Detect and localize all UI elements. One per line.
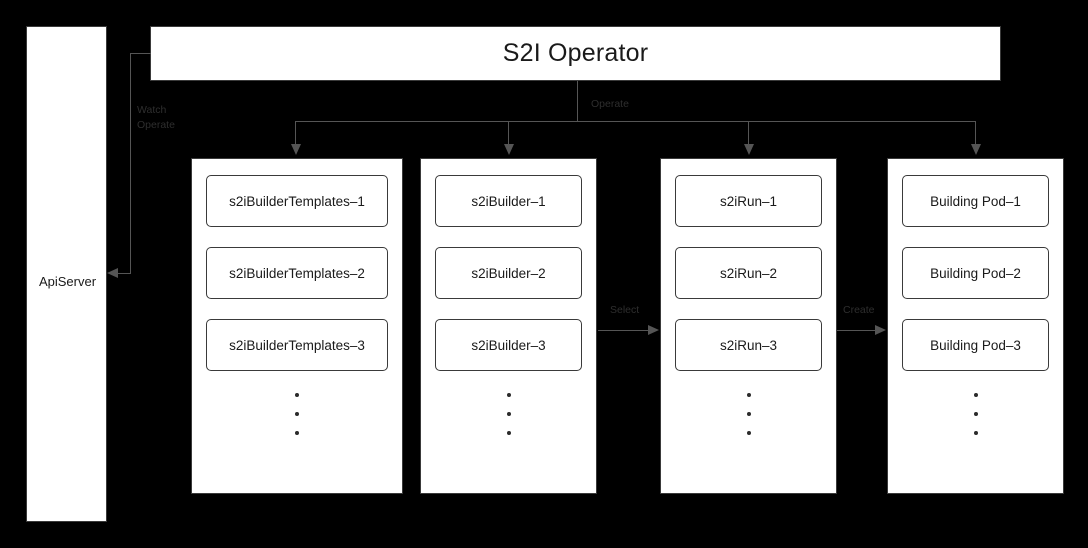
create-arrowhead-icon	[875, 325, 886, 335]
page-title: S2I Operator	[502, 39, 649, 67]
ellipsis-dot-icon	[506, 412, 511, 416]
list-item[interactable]: s2iRun–2	[675, 247, 822, 299]
edge-label-select: Select	[610, 304, 640, 316]
operate-arrowhead-1-icon	[291, 144, 301, 155]
ellipsis-dot-icon	[746, 412, 751, 416]
ellipsis-dot-icon	[973, 412, 978, 416]
watch-operate-edge-segment-top	[130, 53, 151, 54]
ellipsis-indicator	[435, 393, 582, 435]
list-item[interactable]: s2iRun–1	[675, 175, 822, 227]
ellipsis-dot-icon	[506, 431, 511, 435]
list-item[interactable]: s2iBuilderTemplates–1	[206, 175, 388, 227]
apiserver-label: ApiServer	[38, 274, 97, 289]
ellipsis-dot-icon	[506, 393, 511, 397]
list-item[interactable]: s2iBuilderTemplates–3	[206, 319, 388, 371]
ellipsis-dot-icon	[973, 393, 978, 397]
edge-label-watch-operate: Watch Operate	[137, 104, 175, 131]
ellipsis-dot-icon	[746, 431, 751, 435]
ellipsis-dot-icon	[295, 412, 299, 416]
list-item[interactable]: Building Pod–1	[902, 175, 1049, 227]
s2i-operator-node[interactable]: S2I Operator	[150, 26, 1001, 81]
watch-operate-edge-segment-vertical	[130, 53, 131, 273]
operate-arrowhead-2-icon	[504, 144, 514, 155]
group-s2irun[interactable]: s2iRun–1 s2iRun–2 s2iRun–3	[660, 158, 837, 494]
ellipsis-dot-icon	[746, 393, 751, 397]
list-item[interactable]: Building Pod–2	[902, 247, 1049, 299]
list-item[interactable]: s2iRun–3	[675, 319, 822, 371]
operate-edge-bus	[295, 121, 976, 122]
select-edge-line	[598, 330, 649, 331]
watch-operate-arrowhead-icon	[107, 268, 118, 278]
operate-arrowhead-3-icon	[744, 144, 754, 155]
ellipsis-dot-icon	[973, 431, 978, 435]
operate-branch-3	[748, 121, 749, 146]
apiserver-node[interactable]: ApiServer	[26, 26, 107, 522]
ellipsis-dot-icon	[295, 393, 299, 397]
list-item[interactable]: s2iBuilder–1	[435, 175, 582, 227]
operate-arrowhead-4-icon	[971, 144, 981, 155]
create-edge-line	[837, 330, 876, 331]
operate-branch-1	[295, 121, 296, 146]
group-s2ibuilder[interactable]: s2iBuilder–1 s2iBuilder–2 s2iBuilder–3	[420, 158, 597, 494]
operate-branch-4	[975, 121, 976, 146]
watch-operate-edge-segment-bottom	[118, 273, 131, 274]
list-item[interactable]: s2iBuilder–2	[435, 247, 582, 299]
group-s2ibuildertemplates[interactable]: s2iBuilderTemplates–1 s2iBuilderTemplate…	[191, 158, 403, 494]
select-arrowhead-icon	[648, 325, 659, 335]
operate-branch-2	[508, 121, 509, 146]
list-item[interactable]: s2iBuilderTemplates–2	[206, 247, 388, 299]
operate-edge-stem	[577, 81, 578, 121]
edge-label-create: Create	[843, 304, 875, 316]
list-item[interactable]: Building Pod–3	[902, 319, 1049, 371]
ellipsis-indicator	[206, 393, 388, 435]
list-item[interactable]: s2iBuilder–3	[435, 319, 582, 371]
edge-label-operate: Operate	[591, 98, 629, 110]
ellipsis-dot-icon	[295, 431, 299, 435]
ellipsis-indicator	[675, 393, 822, 435]
ellipsis-indicator	[902, 393, 1049, 435]
group-building-pod[interactable]: Building Pod–1 Building Pod–2 Building P…	[887, 158, 1064, 494]
